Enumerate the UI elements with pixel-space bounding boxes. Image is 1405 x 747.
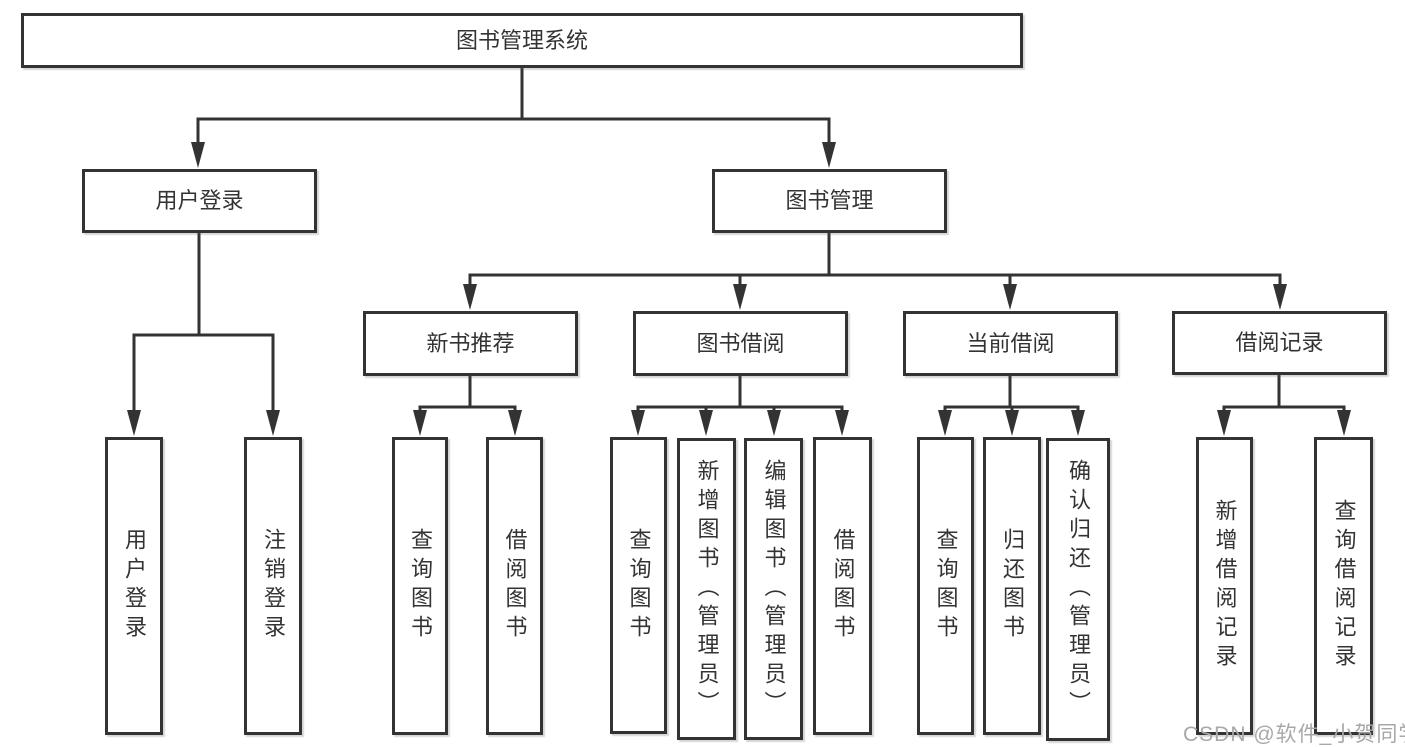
- arrowhead-icon: [413, 410, 427, 436]
- arrowhead-icon: [191, 142, 205, 168]
- leaf-user-login: 用户登录: [105, 437, 163, 735]
- connector-newbooks-to-leaves: [418, 374, 517, 418]
- connector-shafts: [132, 64, 1346, 418]
- node-library-system: 图书管理系统: [21, 13, 1023, 68]
- leaf-current-return-books: 归还图书: [983, 437, 1041, 735]
- leaf-records-query-record: 查询借阅记录: [1314, 437, 1373, 735]
- arrowhead-icon: [938, 410, 952, 436]
- node-book-borrowing: 图书借阅: [633, 311, 848, 376]
- arrowhead-icon: [1273, 284, 1287, 310]
- arrowhead-icon: [631, 410, 645, 436]
- leaf-newbooks-query-books: 查询图书: [392, 437, 448, 735]
- leaf-logout: 注销登录: [244, 437, 302, 735]
- arrowhead-icon: [1005, 410, 1019, 436]
- leaf-current-query-books: 查询图书: [917, 437, 974, 735]
- arrowhead-icon: [463, 284, 477, 310]
- arrowheads: [127, 142, 1351, 436]
- leaf-borrowing-borrow-books: 借阅图书: [813, 437, 872, 735]
- watermark: CSDN @软件_小贺同学: [1183, 723, 1405, 746]
- arrowhead-icon: [1003, 284, 1017, 310]
- arrowhead-icon: [733, 284, 747, 310]
- connector-userlogin-to-leaves: [132, 231, 275, 418]
- node-borrowing-records: 借阅记录: [1172, 311, 1387, 375]
- leaf-current-confirm-return-admin: 确认归还（管理员）: [1046, 438, 1110, 741]
- arrowhead-icon: [822, 142, 836, 168]
- arrowhead-icon: [835, 410, 849, 436]
- arrowhead-icon: [508, 410, 522, 436]
- arrowhead-icon: [127, 410, 141, 436]
- node-user-login: 用户登录: [82, 169, 317, 233]
- leaf-newbooks-borrow-books: 借阅图书: [486, 437, 543, 735]
- leaf-borrowing-edit-books-admin: 编辑图书（管理员）: [744, 438, 803, 740]
- connector-root-to-level2: [196, 64, 831, 150]
- arrowhead-icon: [1217, 410, 1231, 436]
- leaf-records-add-record: 新增借阅记录: [1196, 437, 1253, 735]
- connector-borrowing-to-leaves: [636, 374, 844, 418]
- connector-records-to-leaves: [1222, 373, 1346, 418]
- connector-bookmgmt-to-level3: [468, 231, 1282, 294]
- arrowhead-icon: [699, 410, 713, 436]
- node-new-book-recommend: 新书推荐: [363, 311, 578, 376]
- arrowhead-icon: [1337, 410, 1351, 436]
- leaf-borrowing-query-books: 查询图书: [610, 437, 667, 734]
- arrowhead-icon: [767, 410, 781, 436]
- node-book-management: 图书管理: [712, 169, 947, 233]
- node-current-borrowing: 当前借阅: [903, 311, 1118, 376]
- arrowhead-icon: [1071, 410, 1085, 436]
- arrowhead-icon: [266, 410, 280, 436]
- leaf-borrowing-add-books-admin: 新增图书（管理员）: [677, 438, 736, 740]
